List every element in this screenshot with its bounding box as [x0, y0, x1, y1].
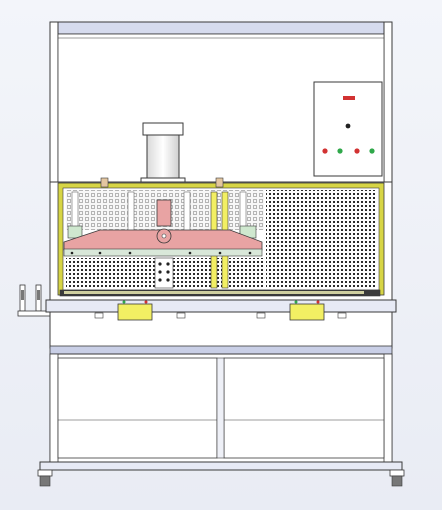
cabinet-door-right	[223, 357, 385, 459]
press-chamber	[49, 177, 393, 303]
lower-cabinet	[49, 353, 393, 463]
control-box	[313, 81, 383, 177]
key-switch-icon	[345, 123, 351, 129]
press-cylinder	[140, 122, 186, 187]
indicator-light-red-icon	[354, 148, 360, 154]
base	[37, 461, 405, 487]
indicator-light-green-icon	[337, 148, 343, 154]
indicator-light-red-icon	[322, 148, 328, 154]
cabinet-door-left	[57, 357, 218, 459]
leveling-foot-left	[37, 469, 53, 477]
side-handle	[17, 284, 51, 317]
yellow-block-right	[289, 303, 325, 321]
mesh-panel-right	[266, 190, 376, 288]
status-led-icon	[343, 96, 355, 100]
indicator-light-green-icon	[369, 148, 375, 154]
leveling-foot-right	[389, 469, 405, 477]
work-table	[45, 299, 397, 361]
yellow-block-left	[117, 303, 153, 321]
